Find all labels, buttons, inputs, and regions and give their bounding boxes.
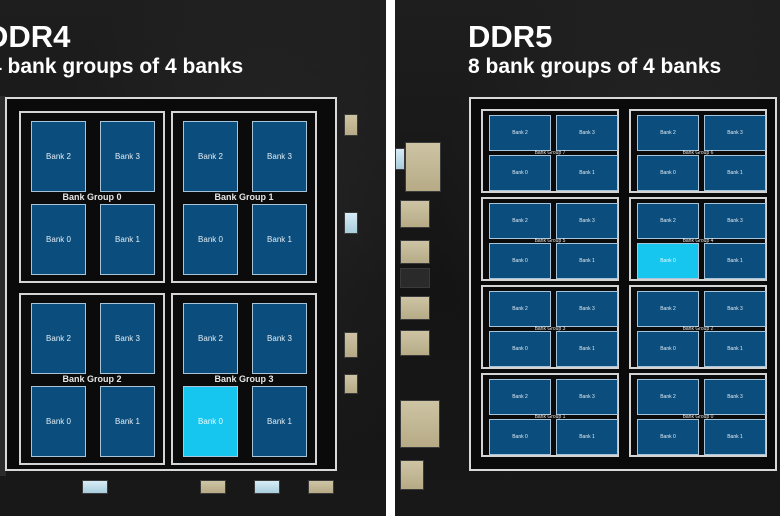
board-pad bbox=[200, 480, 226, 494]
bank-group: Bank 2 Bank 3 Bank 0 Bank 1 Bank Group 2 bbox=[19, 293, 165, 465]
bank-group-label: Bank Group 1 bbox=[214, 192, 274, 202]
bank-group: Bank 2 Bank 3 Bank 0 Bank 1 Bank Group 3 bbox=[171, 293, 317, 465]
bank: Bank 2 bbox=[637, 115, 699, 151]
bank: Bank 2 bbox=[183, 303, 238, 374]
bank: Bank 1 bbox=[100, 386, 155, 457]
bank-group-label: Bank Group 3 bbox=[534, 326, 566, 332]
bank-group-label: Bank Group 2 bbox=[682, 326, 714, 332]
board-pad bbox=[254, 480, 280, 494]
bank: Bank 2 bbox=[31, 121, 86, 192]
board-pad bbox=[308, 480, 334, 494]
bank: Bank 3 bbox=[252, 121, 307, 192]
board-pad bbox=[344, 332, 358, 358]
bank-group: Bank 2 Bank 3 Bank 0 Bank 1 Bank Group 0 bbox=[19, 111, 165, 283]
bank: Bank 2 bbox=[637, 291, 699, 327]
bank: Bank 0 bbox=[637, 419, 699, 455]
bank-group-label: Bank Group 7 bbox=[534, 150, 566, 156]
bank: Bank 0 bbox=[637, 243, 699, 279]
bank: Bank 3 bbox=[100, 121, 155, 192]
board-trace bbox=[0, 96, 6, 476]
bank-group-label: Bank Group 0 bbox=[682, 414, 714, 420]
bank: Bank 1 bbox=[100, 204, 155, 275]
bank: Bank 1 bbox=[556, 331, 618, 367]
bank: Bank 3 bbox=[704, 115, 766, 151]
bank: Bank 0 bbox=[637, 331, 699, 367]
bank: Bank 3 bbox=[704, 203, 766, 239]
board-pad bbox=[344, 374, 358, 394]
bank: Bank 3 bbox=[556, 203, 618, 239]
board-pad bbox=[344, 114, 358, 136]
bank: Bank 1 bbox=[704, 243, 766, 279]
bank: Bank 2 bbox=[489, 379, 551, 415]
bank: Bank 0 bbox=[489, 331, 551, 367]
bank: Bank 2 bbox=[637, 379, 699, 415]
bank: Bank 1 bbox=[252, 386, 307, 457]
bank: Bank 3 bbox=[704, 379, 766, 415]
bank: Bank 3 bbox=[100, 303, 155, 374]
bank: Bank 3 bbox=[252, 303, 307, 374]
panel-divider bbox=[386, 0, 395, 516]
bank: Bank 3 bbox=[556, 291, 618, 327]
bank: Bank 1 bbox=[556, 155, 618, 191]
bank: Bank 0 bbox=[31, 204, 86, 275]
bank: Bank 2 bbox=[489, 291, 551, 327]
board-pad bbox=[400, 460, 424, 490]
bank: Bank 2 bbox=[489, 115, 551, 151]
board-pad bbox=[395, 148, 405, 170]
board-pad bbox=[400, 330, 430, 356]
bank-group-label: Bank Group 6 bbox=[682, 150, 714, 156]
bank: Bank 1 bbox=[556, 243, 618, 279]
bank-group-label: Bank Group 0 bbox=[62, 192, 122, 202]
board-pad bbox=[400, 296, 430, 320]
bank: Bank 0 bbox=[637, 155, 699, 191]
bank-group-label: Bank Group 1 bbox=[534, 414, 566, 420]
bank: Bank 0 bbox=[489, 155, 551, 191]
bank: Bank 3 bbox=[704, 291, 766, 327]
ddr4-subtitle: 4 bank groups of 4 banks bbox=[0, 55, 244, 78]
board-pad bbox=[400, 268, 430, 288]
bank: Bank 0 bbox=[183, 204, 238, 275]
board-pad bbox=[82, 480, 108, 494]
ddr5-subtitle: 8 bank groups of 4 banks bbox=[468, 55, 722, 78]
bank: Bank 0 bbox=[183, 386, 238, 457]
bank: Bank 1 bbox=[704, 419, 766, 455]
bank-group-label: Bank Group 3 bbox=[214, 374, 274, 384]
bank: Bank 3 bbox=[556, 115, 618, 151]
bank: Bank 0 bbox=[489, 419, 551, 455]
bank: Bank 1 bbox=[704, 155, 766, 191]
bank: Bank 0 bbox=[31, 386, 86, 457]
bank-group-label: Bank Group 4 bbox=[682, 238, 714, 244]
ddr4-title: DDR4 bbox=[0, 19, 71, 54]
board-pad bbox=[405, 142, 441, 192]
bank: Bank 2 bbox=[637, 203, 699, 239]
board-pad bbox=[400, 240, 430, 264]
bank-group: Bank 2 Bank 3 Bank 0 Bank 1 Bank Group 1 bbox=[171, 111, 317, 283]
bank: Bank 1 bbox=[704, 331, 766, 367]
bank-group-label: Bank Group 2 bbox=[62, 374, 122, 384]
bank: Bank 2 bbox=[489, 203, 551, 239]
bank: Bank 0 bbox=[489, 243, 551, 279]
bank: Bank 2 bbox=[31, 303, 86, 374]
ddr4-panel: DDR4 4 bank groups of 4 banks Bank 2Bank… bbox=[0, 0, 386, 516]
board-pad bbox=[344, 212, 358, 234]
bank: Bank 3 bbox=[556, 379, 618, 415]
board-pad bbox=[400, 400, 440, 448]
bank: Bank 2 bbox=[183, 121, 238, 192]
ddr5-title: DDR5 bbox=[468, 19, 553, 54]
bank-group-label: Bank Group 5 bbox=[534, 238, 566, 244]
board-pad bbox=[400, 200, 430, 228]
bank: Bank 1 bbox=[252, 204, 307, 275]
bank: Bank 1 bbox=[556, 419, 618, 455]
